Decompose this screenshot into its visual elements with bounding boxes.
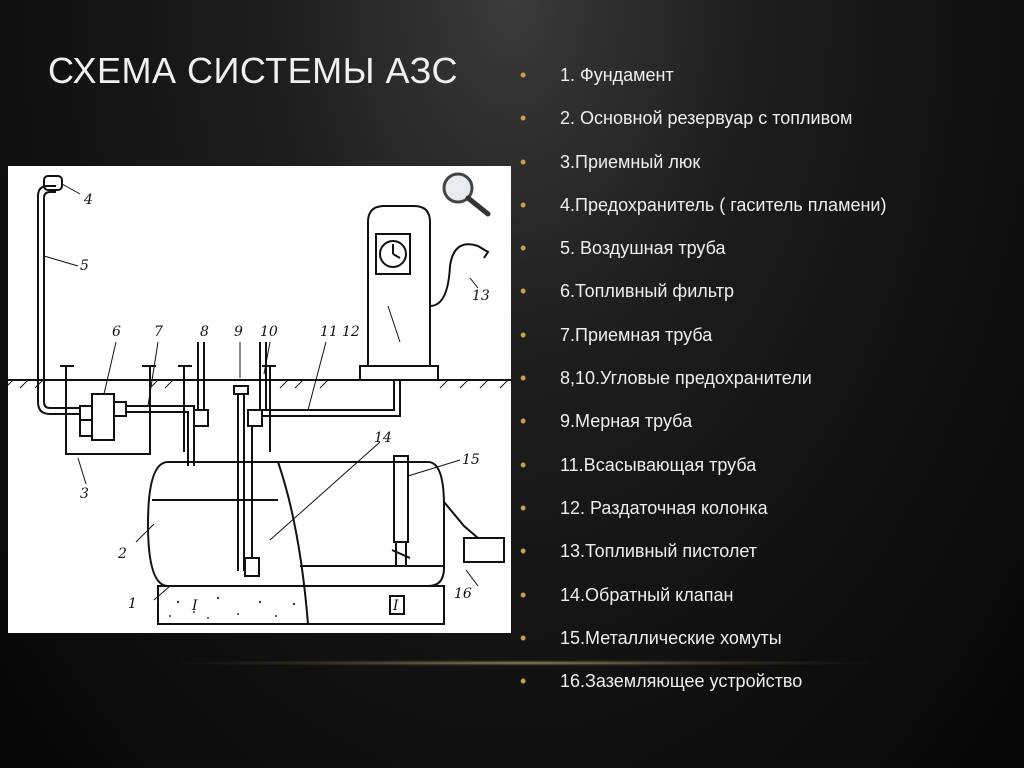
air-pipe xyxy=(37,185,56,402)
bullet-icon: • xyxy=(520,238,527,259)
legend-item: •9.Мерная труба xyxy=(520,406,886,449)
foundation xyxy=(157,585,445,625)
angle-safety-8 xyxy=(193,409,209,427)
label-3: 3 xyxy=(80,486,89,502)
label-10: 10 xyxy=(260,324,278,340)
fuel-filter xyxy=(91,393,115,441)
bullet-icon: • xyxy=(520,108,527,129)
bullet-icon: • xyxy=(520,281,527,302)
bullet-icon: • xyxy=(520,368,527,389)
dispenser-clock xyxy=(379,240,407,268)
legend-item: •15.Металлические хомуты xyxy=(520,623,886,666)
legend-item: •4.Предохранитель ( гаситель пламени) xyxy=(520,190,886,233)
label-13: 13 xyxy=(472,288,490,304)
label-8: 8 xyxy=(200,324,209,340)
label-9: 9 xyxy=(234,324,243,340)
diagram-svg: I I 1 2 xyxy=(8,172,511,625)
label-2: 2 xyxy=(117,546,127,562)
bullet-icon: • xyxy=(520,541,527,562)
bullet-icon: • xyxy=(520,151,527,172)
bullet-icon: • xyxy=(520,584,527,605)
bullet-icon: • xyxy=(520,627,527,648)
label-11: 11 xyxy=(320,324,338,340)
fuel-pistol-hose xyxy=(429,243,479,307)
tank-section-line xyxy=(277,461,309,625)
magnifier-icon xyxy=(442,172,491,217)
label-15: 15 xyxy=(462,452,480,468)
bullet-icon: • xyxy=(520,65,527,85)
roman-mark-left: I xyxy=(191,598,198,614)
legend-item: •5. Воздушная труба xyxy=(520,233,886,276)
receiving-hatch xyxy=(65,366,151,455)
label-5: 5 xyxy=(80,258,89,274)
grounding-device xyxy=(463,537,505,563)
bullet-icon: • xyxy=(520,194,527,215)
legend-item: •12. Раздаточная колонка xyxy=(520,493,886,536)
fuel-dispenser xyxy=(367,205,431,366)
label-12: 12 xyxy=(342,324,360,340)
slide-title: СХЕМА СИСТЕМЫ АЗС xyxy=(48,50,458,91)
label-1: 1 xyxy=(128,596,137,612)
bullet-icon: • xyxy=(520,671,527,692)
bullet-icon: • xyxy=(520,411,527,432)
label-14: 14 xyxy=(374,430,392,446)
ground-hatching xyxy=(8,379,509,389)
angle-safety-10 xyxy=(247,409,263,427)
legend-item: •2. Основной резервуар с топливом xyxy=(520,103,886,146)
label-6: 6 xyxy=(112,324,121,340)
bullet-icon: • xyxy=(520,497,527,518)
air-pipe-horizontal xyxy=(37,401,80,415)
foundation-texture xyxy=(169,596,296,619)
metal-clamps xyxy=(393,455,409,543)
air-pipe-inner xyxy=(43,191,56,402)
legend-item: •8,10.Угловые предохранители xyxy=(520,363,886,406)
glow-divider xyxy=(180,660,870,666)
roman-mark-right: I xyxy=(392,598,399,614)
measuring-pipe xyxy=(237,394,245,571)
label-7: 7 xyxy=(154,324,163,340)
legend-item: •7.Приемная труба xyxy=(520,320,886,363)
air-pipe-horizontal-inner xyxy=(43,401,80,409)
check-valve xyxy=(391,542,411,566)
bullet-icon: • xyxy=(520,454,527,475)
label-16: 16 xyxy=(454,586,472,602)
legend-item: •1. Фундамент xyxy=(520,60,886,103)
label-4: 4 xyxy=(83,192,93,208)
legend-list: •1. Фундамент •2. Основной резервуар с т… xyxy=(520,60,886,709)
main-tank xyxy=(146,461,445,587)
bullet-icon: • xyxy=(520,324,527,345)
legend-item: •11.Всасывающая труба xyxy=(520,450,886,493)
measuring-pipe-cap xyxy=(233,385,249,395)
legend-item: •16.Заземляющее устройство xyxy=(520,666,886,709)
legend-item: •14.Обратный клапан xyxy=(520,580,886,623)
gas-station-diagram: I I 1 2 xyxy=(8,166,511,633)
receiving-pipe xyxy=(126,405,195,466)
suction-pipe xyxy=(262,380,395,411)
legend-item: •6.Топливный фильтр xyxy=(520,276,886,319)
flame-arrester xyxy=(43,175,63,191)
legend-item: •13.Топливный пистолет xyxy=(520,536,886,579)
legend-item: •3.Приемный люк xyxy=(520,147,886,190)
